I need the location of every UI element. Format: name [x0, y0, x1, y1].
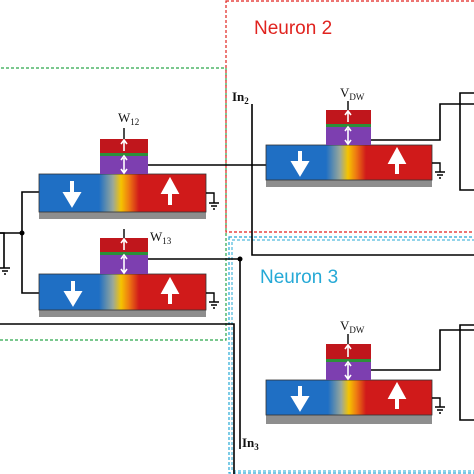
- arrow-up-icon: [160, 176, 180, 205]
- mtj-stack-neuron2: [326, 109, 371, 146]
- ground-icon: [432, 162, 445, 179]
- mtj-stack-neuron3: [326, 343, 371, 381]
- neuron-3-box: [228, 236, 474, 474]
- in3-label: In3: [242, 435, 259, 452]
- vdw-label-neuron2: VDW: [340, 85, 365, 102]
- vdw-leads: [123, 101, 349, 344]
- ground-icon: [206, 192, 219, 210]
- arrow-down-icon: [290, 151, 310, 177]
- w13-label: W13: [150, 229, 172, 246]
- domain-wall-device-2: [38, 273, 219, 317]
- arrow-down-icon: [290, 386, 310, 412]
- arrow-down-icon: [63, 281, 83, 307]
- ground-icon: [0, 267, 10, 275]
- arrow-down-icon: [62, 181, 82, 208]
- vdw-label-neuron3: VDW: [340, 318, 365, 335]
- ground-icon: [206, 292, 219, 309]
- domain-wall-device-1: [38, 173, 219, 219]
- wiring: [0, 92, 474, 474]
- domain-wall-device-neuron3: [265, 379, 445, 424]
- mtj-stack-w12: [100, 138, 148, 175]
- arrow-up-icon: [387, 381, 407, 409]
- arrow-up-icon: [387, 146, 407, 174]
- neuron-1-box: [0, 67, 227, 341]
- neuron-2-label: Neuron 2: [254, 18, 332, 39]
- neuron-2-box: [225, 0, 474, 233]
- domain-wall-device-neuron2: [265, 144, 445, 187]
- mtj-stack-w13: [100, 237, 148, 275]
- junction-dots: [19, 230, 243, 262]
- neuron-3-label: Neuron 3: [260, 267, 338, 288]
- arrow-up-icon: [160, 276, 180, 304]
- w12-label: W12: [118, 110, 139, 127]
- neuron-3-inner-box: [231, 239, 474, 472]
- ground-icon: [432, 397, 445, 414]
- in2-label: In2: [232, 89, 249, 106]
